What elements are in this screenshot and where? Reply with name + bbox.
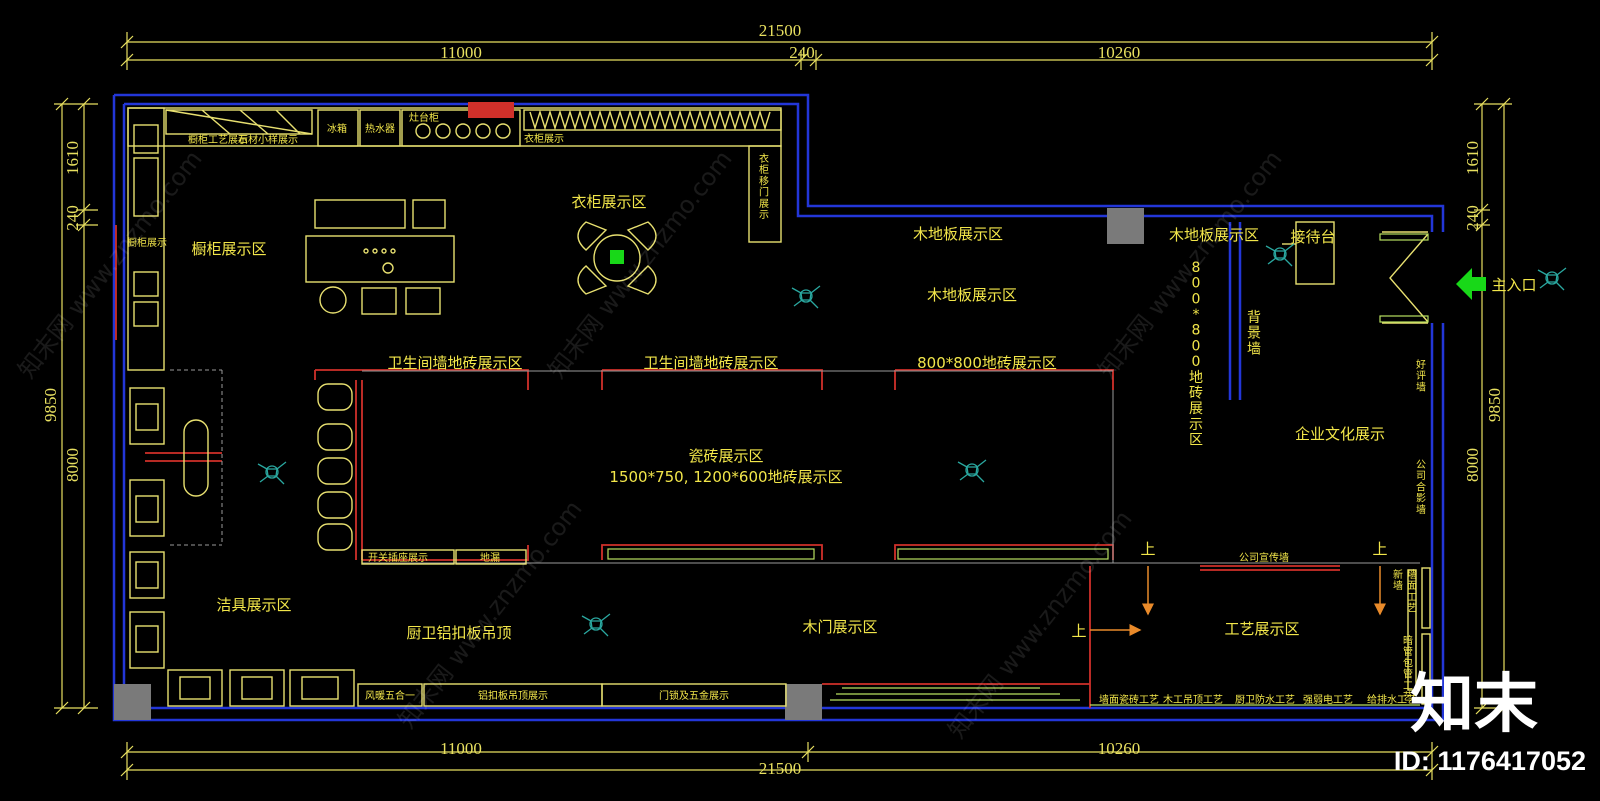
outer-walls [112, 93, 1445, 722]
label-reception: 接待台 [1290, 228, 1335, 246]
dim-top-mid: 240 [789, 43, 815, 62]
label-craft-2: 木工吊顶工艺 [1163, 694, 1223, 706]
label-wardrobe-door: 衣柜移门展示 [759, 152, 769, 221]
label-floor-drain: 地漏 [480, 551, 500, 564]
dim-bottom-left: 11000 [440, 739, 482, 758]
image-id: ID: 1176417052 [1394, 746, 1586, 776]
label-wall-craft: 墙面工艺 [1407, 568, 1417, 615]
label-craft-1: 墙面瓷砖工艺 [1099, 693, 1159, 706]
label-ceramic-zone: 瓷砖展示区 [688, 447, 763, 465]
people-figures [257, 243, 1567, 637]
dim-left-total: 9850 [41, 388, 60, 422]
label-wood-floor-zone: 木地板展示区 [927, 286, 1017, 304]
dim-bottom-total: 21500 [759, 759, 802, 778]
label-main-entrance: 主入口 [1491, 276, 1536, 294]
person-figure [1537, 267, 1567, 291]
entrance-arrow-icon [1456, 268, 1486, 300]
label-bath-fixture: 风暖五合一 [365, 689, 415, 702]
dim-left-c: 8000 [63, 448, 82, 482]
label-bath-wall-tile-1: 卫生间墙地砖展示区 [387, 354, 522, 372]
watermark-text: 知末网 www.znzmo.com [13, 145, 208, 384]
zone-labels: 橱柜展示区 衣柜展示区 木地板展示区 木地板展示区 木地板展示区 接待台 卫生间… [127, 111, 1537, 706]
label-new-wall: 新墙 [1393, 568, 1403, 592]
dim-bottom-right: 10260 [1098, 739, 1141, 758]
watermark-text: 知末网 www.znzmo.com [543, 145, 738, 384]
label-door-hardware: 门锁及五金展示 [659, 689, 729, 702]
label-wood-floor-strip-1: 木地板展示区 [913, 225, 1003, 243]
label-cabinet-zone: 橱柜展示区 [191, 240, 266, 258]
label-background-wall: 背景墙 [1247, 310, 1261, 357]
red-partitions [115, 225, 1340, 708]
label-tile-800-zone: 800*800地砖展示区 [917, 354, 1057, 372]
label-water-heater: 热水器 [365, 122, 395, 135]
green-display-strips [607, 233, 1429, 706]
red-marker [468, 102, 514, 118]
person-figure [957, 459, 987, 483]
label-craft-3: 厨卫防水工艺 [1235, 693, 1295, 706]
brand-logo: 知末 [1410, 668, 1538, 742]
label-cabinet-show: 橱柜展示 [127, 236, 167, 249]
dimension-lines [54, 32, 1512, 780]
label-up-2: 上 [1372, 540, 1387, 558]
dim-top-total: 21500 [759, 21, 802, 40]
person-figure [1265, 243, 1295, 267]
label-switch-display: 开关插座展示 [368, 551, 428, 564]
label-hidden-pipe: 暗管包管工艺 [1403, 634, 1413, 703]
dim-top-left: 11000 [440, 43, 482, 62]
label-right-vertical-2: 公司合影墙 [1416, 460, 1426, 516]
column [1107, 208, 1144, 244]
dim-right-a: 1610 [1463, 141, 1482, 175]
label-fridge: 冰箱 [327, 122, 347, 135]
label-cab-craft: 橱柜工艺展示 [188, 133, 248, 146]
label-wood-floor-strip-2: 木地板展示区 [1169, 226, 1259, 244]
dim-right-c: 8000 [1463, 448, 1482, 482]
dim-right-b: 240 [1463, 205, 1482, 231]
label-stone-sample: 石材小样展示 [238, 133, 298, 146]
column [785, 684, 822, 720]
label-wardrobe-zone: 衣柜展示区 [571, 193, 646, 211]
label-right-vertical-1: 好评墙 [1416, 359, 1426, 393]
label-craft-5: 给排水工艺 [1367, 693, 1417, 706]
dimension-texts: 21500 11000 240 10260 11000 10260 21500 … [41, 21, 1504, 778]
columns [114, 208, 1144, 720]
label-sanitary-zone: 洁具展示区 [216, 596, 291, 614]
center-zone-outline [170, 369, 1420, 564]
label-up-3: 上 [1071, 622, 1086, 640]
label-ceiling-display: 铝扣板吊顶展示 [478, 689, 548, 702]
dim-top-right: 10260 [1098, 43, 1141, 62]
person-figure [257, 461, 287, 485]
label-aluminum-ceiling: 厨卫铝扣板吊顶 [406, 624, 511, 642]
label-up-1: 上 [1140, 540, 1155, 558]
label-bath-wall-tile-2: 卫生间墙地砖展示区 [643, 354, 778, 372]
dim-right-total: 9850 [1485, 388, 1504, 422]
table-plant-icon [610, 250, 624, 264]
label-craft-4: 强弱电工艺 [1303, 693, 1353, 706]
furniture [127, 107, 1431, 707]
label-culture-zone: 企业文化展示 [1295, 425, 1385, 443]
stair-arrows [1090, 566, 1386, 636]
label-wardrobe-display: 衣柜展示 [524, 132, 564, 145]
label-door-zone: 木门展示区 [802, 618, 877, 636]
label-ceramic-sizes: 1500*750, 1200*600地砖展示区 [609, 468, 842, 486]
label-company-wall: 公司宣传墙 [1239, 551, 1289, 564]
dim-left-b: 240 [63, 205, 82, 231]
person-figure [791, 285, 821, 309]
column [114, 684, 151, 720]
person-figure [581, 613, 611, 637]
label-craft-zone: 工艺展示区 [1224, 620, 1299, 638]
label-range-hood: 灶台柜 [409, 111, 439, 124]
watermarks: 知末网 www.znzmo.com 知末网 www.znzmo.com 知末网 … [13, 145, 1288, 744]
dim-left-a: 1610 [63, 141, 82, 175]
